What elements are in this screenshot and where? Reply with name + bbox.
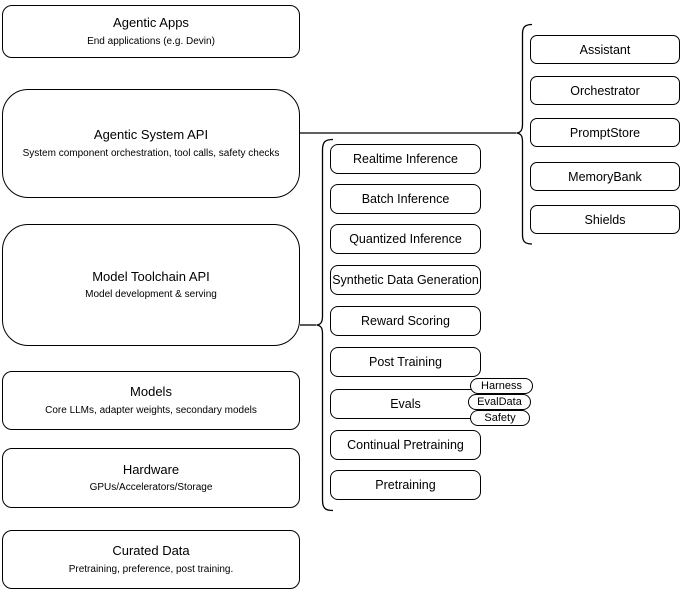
node-title: Agentic Apps xyxy=(113,15,189,31)
toolchain-item-continual-pretraining[interactable]: Continual Pretraining xyxy=(330,430,481,460)
node-model-toolchain-api[interactable]: Model Toolchain API Model development & … xyxy=(2,224,300,346)
node-subtitle: Model development & serving xyxy=(85,289,217,301)
toolchain-item-realtime-inference[interactable]: Realtime Inference xyxy=(330,144,481,174)
toolchain-item-post-training[interactable]: Post Training xyxy=(330,347,481,377)
evals-tag-harness[interactable]: Harness xyxy=(470,378,533,394)
node-agentic-apps[interactable]: Agentic Apps End applications (e.g. Devi… xyxy=(2,5,300,58)
evals-tag-evaldata[interactable]: EvalData xyxy=(468,394,531,410)
bracket-system-components xyxy=(516,23,533,245)
evals-tag-safety[interactable]: Safety xyxy=(470,410,530,426)
node-hardware[interactable]: Hardware GPUs/Accelerators/Storage xyxy=(2,448,300,508)
toolchain-item-synthetic-data-generation[interactable]: Synthetic Data Generation xyxy=(330,265,481,295)
node-title: Curated Data xyxy=(112,543,190,559)
node-subtitle: Core LLMs, adapter weights, secondary mo… xyxy=(45,404,257,416)
node-models[interactable]: Models Core LLMs, adapter weights, secon… xyxy=(2,371,300,430)
node-agentic-system-api[interactable]: Agentic System API System component orch… xyxy=(2,89,300,198)
toolchain-item-pretraining[interactable]: Pretraining xyxy=(330,470,481,500)
node-subtitle: Pretraining, preference, post training. xyxy=(68,563,234,575)
system-component-shields[interactable]: Shields xyxy=(530,205,680,234)
system-component-promptstore[interactable]: PromptStore xyxy=(530,118,680,147)
toolchain-item-evals[interactable]: Evals xyxy=(330,389,481,419)
toolchain-item-quantized-inference[interactable]: Quantized Inference xyxy=(330,224,481,254)
system-component-assistant[interactable]: Assistant xyxy=(530,35,680,64)
system-component-memorybank[interactable]: MemoryBank xyxy=(530,162,680,191)
node-title: Model Toolchain API xyxy=(92,268,210,284)
toolchain-item-reward-scoring[interactable]: Reward Scoring xyxy=(330,306,481,336)
node-title: Hardware xyxy=(122,461,180,477)
node-subtitle: End applications (e.g. Devin) xyxy=(87,35,215,47)
toolchain-item-batch-inference[interactable]: Batch Inference xyxy=(330,184,481,214)
node-title: Models xyxy=(130,384,172,400)
node-title: Agentic System API xyxy=(93,127,209,143)
system-component-orchestrator[interactable]: Orchestrator xyxy=(530,76,680,105)
node-subtitle: GPUs/Accelerators/Storage xyxy=(89,482,213,494)
node-subtitle: System component orchestration, tool cal… xyxy=(22,147,280,159)
node-curated-data[interactable]: Curated Data Pretraining, preference, po… xyxy=(2,530,300,589)
bracket-toolchain xyxy=(316,138,334,512)
